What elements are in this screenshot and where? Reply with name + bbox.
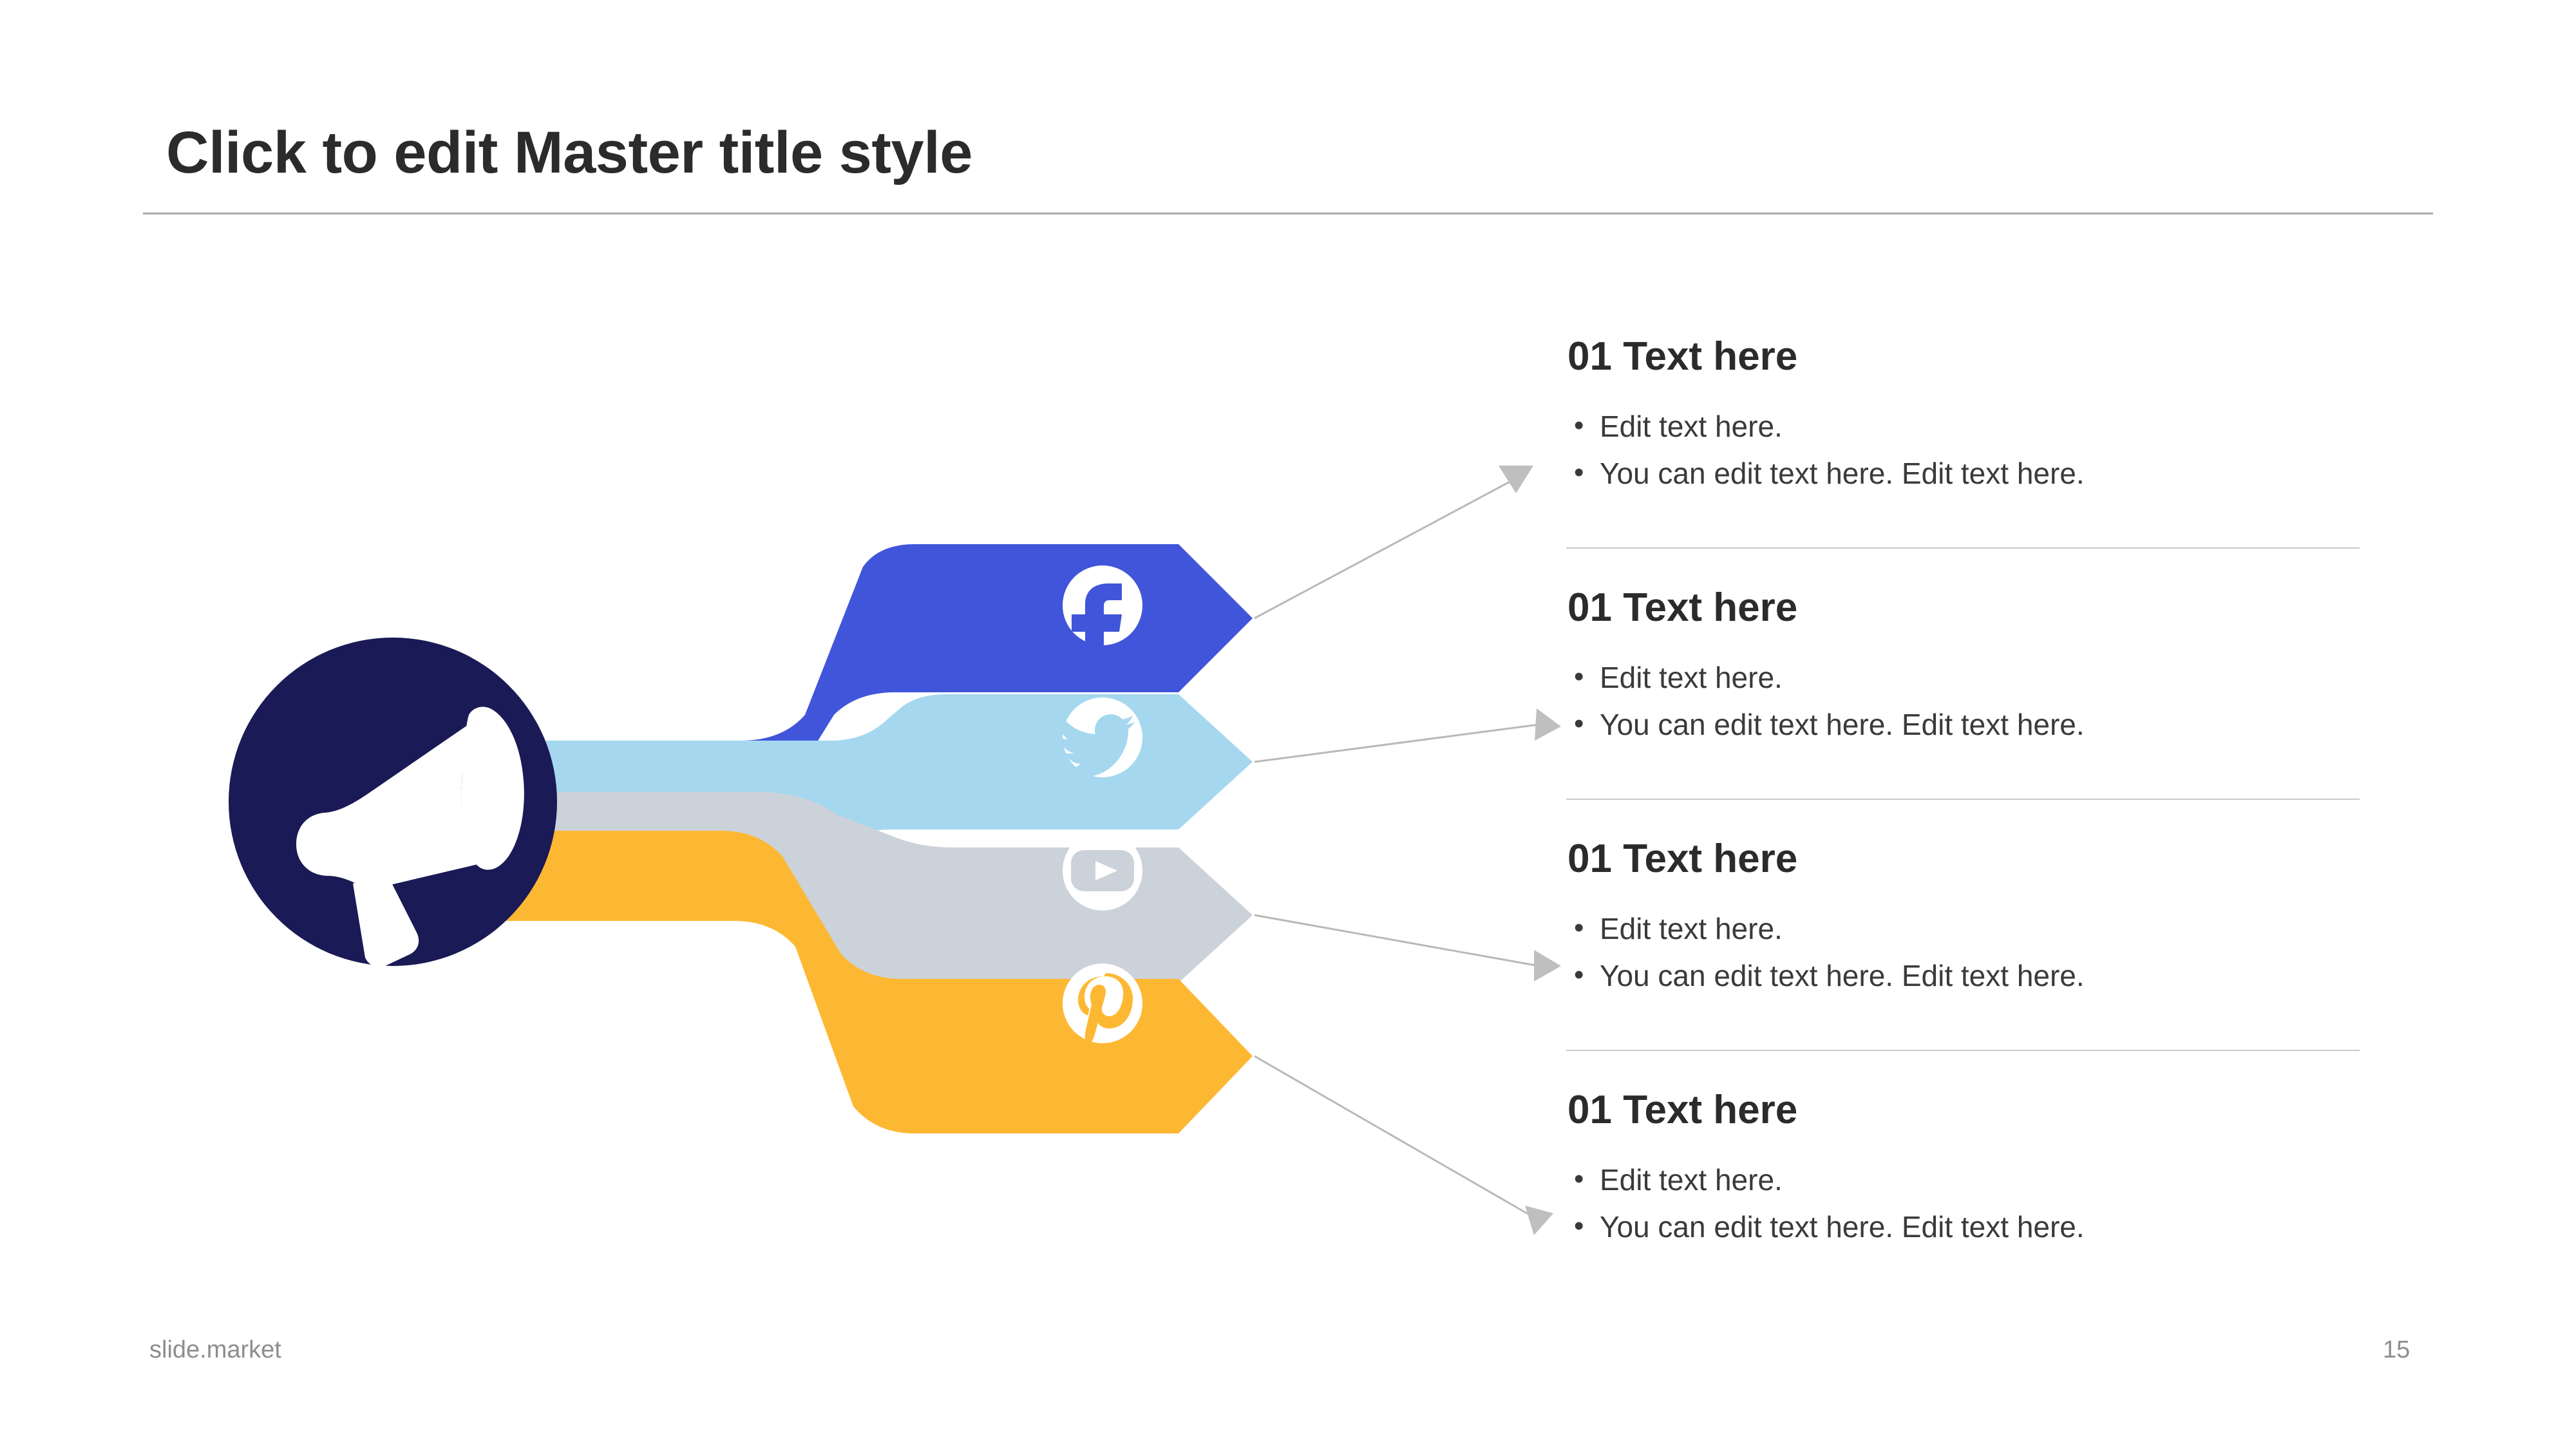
bullet-text: You can edit text here. Edit text here.: [1600, 1210, 2085, 1244]
list-item: • You can edit text here. Edit text here…: [1566, 1209, 2365, 1256]
info-block-4: 01 Text here • Edit text here. • You can…: [1566, 1050, 2365, 1301]
connector-line-1: [1254, 466, 1533, 620]
bullet-marker-icon: •: [1574, 1210, 1584, 1242]
twitter-badge[interactable]: [1057, 697, 1142, 777]
list-item: • You can edit text here. Edit text here…: [1566, 707, 2365, 754]
connector-line-3: [1254, 914, 1561, 981]
bullet-marker-icon: •: [1574, 708, 1584, 739]
block-divider: [1566, 1050, 2360, 1051]
bullet-marker-icon: •: [1574, 912, 1584, 943]
info-heading: 01 Text here: [1567, 837, 1798, 881]
bullet-list: • Edit text here. • You can edit text he…: [1566, 1162, 2365, 1256]
bullet-marker-icon: •: [1574, 1163, 1584, 1195]
list-item: • Edit text here.: [1566, 660, 2365, 707]
page-number: 15: [2383, 1336, 2410, 1363]
pinterest-badge[interactable]: [1063, 963, 1142, 1048]
bullet-marker-icon: •: [1574, 410, 1584, 441]
info-heading: 01 Text here: [1567, 334, 1798, 379]
info-heading: 01 Text here: [1567, 1088, 1798, 1132]
youtube-badge[interactable]: [1063, 831, 1142, 911]
bullet-text: You can edit text here. Edit text here.: [1600, 959, 2085, 992]
list-item: • Edit text here.: [1566, 911, 2365, 958]
megaphone-icon: [296, 706, 524, 967]
bullet-list: • Edit text here. • You can edit text he…: [1566, 911, 2365, 1005]
block-divider: [1566, 799, 2360, 800]
bullet-list: • Edit text here. • You can edit text he…: [1566, 409, 2365, 503]
bullet-text: Edit text here.: [1600, 661, 1783, 694]
bullet-text: You can edit text here. Edit text here.: [1600, 708, 2085, 741]
list-item: • Edit text here.: [1566, 1162, 2365, 1209]
block-divider: [1566, 547, 2360, 549]
info-block-1: 01 Text here • Edit text here. • You can…: [1566, 296, 2365, 547]
connector-line-2: [1254, 708, 1561, 763]
info-column: 01 Text here • Edit text here. • You can…: [1566, 296, 2365, 1301]
list-item: • You can edit text here. Edit text here…: [1566, 958, 2365, 1005]
bullet-marker-icon: •: [1574, 959, 1584, 990]
page-title: Click to edit Master title style: [166, 120, 972, 185]
info-heading: 01 Text here: [1567, 585, 1798, 630]
bullet-text: You can edit text here. Edit text here.: [1600, 457, 2085, 490]
bullet-marker-icon: •: [1574, 661, 1584, 692]
info-block-2: 01 Text here • Edit text here. • You can…: [1566, 547, 2365, 799]
footer-brand: slide.market: [149, 1336, 281, 1363]
connector-line-4: [1254, 1055, 1553, 1235]
title-divider: [143, 213, 2433, 214]
bullet-list: • Edit text here. • You can edit text he…: [1566, 660, 2365, 754]
bullet-text: Edit text here.: [1600, 1163, 1783, 1197]
bullet-marker-icon: •: [1574, 457, 1584, 488]
info-block-3: 01 Text here • Edit text here. • You can…: [1566, 799, 2365, 1050]
facebook-badge[interactable]: [1063, 565, 1142, 668]
bullet-text: Edit text here.: [1600, 912, 1783, 945]
band-pinterest[interactable]: [489, 831, 1253, 1133]
list-item: • You can edit text here. Edit text here…: [1566, 456, 2365, 503]
list-item: • Edit text here.: [1566, 409, 2365, 456]
bullet-text: Edit text here.: [1600, 410, 1783, 443]
